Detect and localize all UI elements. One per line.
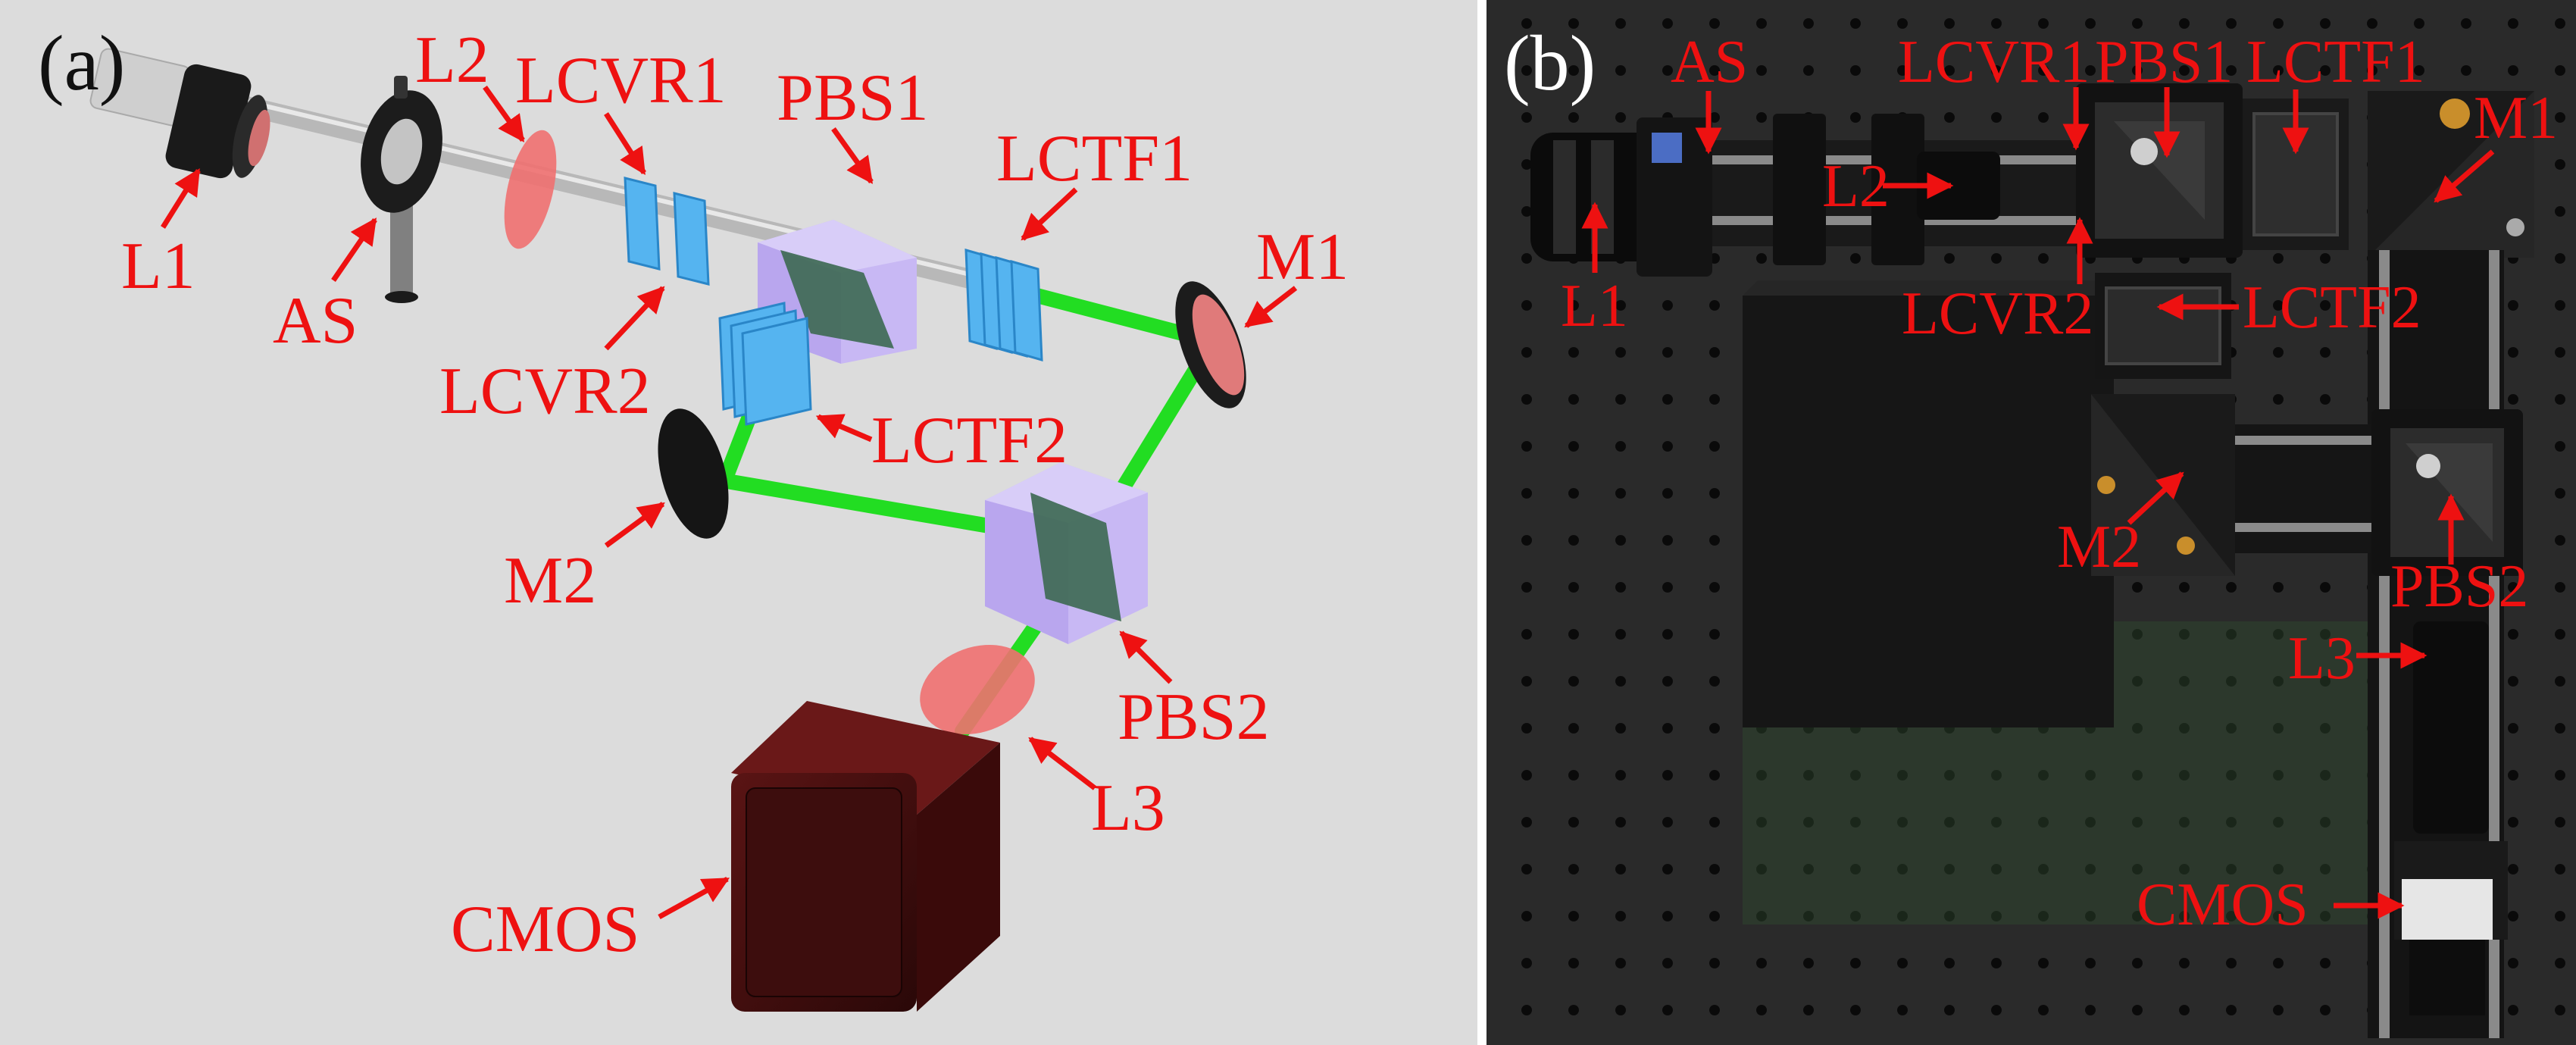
- label-lctf1: LCTF1: [996, 122, 1193, 196]
- objective-lens-l1: [89, 48, 270, 179]
- label-b-lcvr1: LCVR1: [1898, 29, 2090, 95]
- polarizing-beam-splitter-pbs2: [985, 462, 1148, 644]
- label-b-cmos: CMOS: [2137, 871, 2309, 938]
- arrow-b-m2: [2127, 471, 2184, 525]
- arrow-lcvr2: [604, 286, 665, 351]
- label-b-pbs1: PBS1: [2095, 29, 2233, 95]
- label-pbs1: PBS1: [777, 61, 929, 135]
- cmos-camera-photo: [2394, 841, 2508, 1015]
- panel-b: (b) AS LCVR1 PBS1 LCTF1 M1 L2 L1 LCVR2 L…: [1477, 0, 2576, 1045]
- label-l2: L2: [415, 23, 489, 97]
- arrow-pbs2: [1119, 630, 1173, 684]
- label-b-lcvr2: LCVR2: [1902, 280, 2093, 347]
- label-lctf2: LCTF2: [871, 404, 1068, 477]
- label-b-l1: L1: [1561, 273, 1628, 339]
- l3-tube-photo: [2413, 621, 2489, 834]
- panel-a-labels: L1 AS L2 LCVR1 PBS1 LCTF1 M1 LCVR2 LCTF2…: [121, 23, 1349, 966]
- lens-l3: [920, 645, 1035, 734]
- arrow-l3: [1028, 737, 1097, 790]
- arrow-cmos: [658, 876, 730, 920]
- label-b-pbs2: PBS2: [2390, 553, 2528, 620]
- label-b-m1: M1: [2474, 85, 2558, 152]
- label-cmos: CMOS: [451, 893, 639, 966]
- arrow-pbs1: [831, 127, 874, 184]
- arrow-l1: [161, 168, 201, 229]
- objective-lens-l1-photo: [1530, 117, 1712, 277]
- label-b-l2: L2: [1822, 153, 1890, 220]
- lctf1-photo: [2243, 99, 2349, 250]
- panel-b-divider: [1477, 0, 1487, 1045]
- arrow-lctf2: [815, 414, 873, 443]
- label-l3: L3: [1091, 771, 1165, 845]
- upper-rail-assembly: [1644, 114, 2114, 265]
- label-b-l3: L3: [2288, 625, 2356, 692]
- label-as: AS: [273, 284, 358, 358]
- panel-b-tag: (b): [1504, 20, 1596, 107]
- aperture-stop-as: [361, 76, 442, 303]
- arrow-lctf1: [1021, 187, 1078, 241]
- label-m1: M1: [1256, 221, 1349, 294]
- panel-b-labels: AS LCVR1 PBS1 LCTF1 M1 L2 L1 LCVR2 LCTF2…: [1561, 29, 2558, 938]
- label-l1: L1: [121, 230, 195, 303]
- arrow-as: [331, 217, 377, 282]
- pbs1-mount-photo: [2076, 83, 2243, 258]
- liquid-crystal-tunable-filter-lctf1: [964, 248, 1043, 362]
- liquid-crystal-variable-retarders: [624, 177, 710, 286]
- arrow-m2: [604, 502, 665, 548]
- liquid-crystal-tunable-filter-lctf2: [718, 302, 812, 426]
- arrow-l2: [483, 85, 525, 142]
- cmos-camera: [731, 701, 1000, 1012]
- mirror-m2: [658, 408, 729, 539]
- mounting-plate: [1743, 296, 2114, 727]
- label-b-m2: M2: [2057, 514, 2141, 580]
- label-lcvr2: LCVR2: [439, 355, 651, 428]
- lctf2-photo: [2095, 273, 2231, 379]
- label-b-lctf1: LCTF1: [2246, 29, 2425, 95]
- arrow-m1: [1244, 286, 1298, 328]
- mirror-m1: [1175, 281, 1246, 408]
- label-b-as: AS: [1671, 29, 1748, 95]
- panel-a: (a) L1 AS L2 LCVR1 PBS1 LCTF1 M1 LCVR2 L…: [0, 0, 1477, 1045]
- arrow-lcvr1: [604, 112, 646, 175]
- label-b-lctf2: LCTF2: [2243, 274, 2421, 341]
- label-pbs2: PBS2: [1118, 681, 1270, 754]
- mounting-plate-bevel: [1743, 280, 2129, 296]
- lens-l2: [504, 130, 557, 249]
- label-m2: M2: [504, 544, 596, 618]
- panel-a-tag: (a): [38, 20, 125, 107]
- pbs2-mount-photo: [2371, 409, 2523, 576]
- m1-mount-photo: [2368, 91, 2534, 258]
- label-lcvr1: LCVR1: [515, 44, 727, 117]
- arrow-b-m1: [2434, 149, 2495, 203]
